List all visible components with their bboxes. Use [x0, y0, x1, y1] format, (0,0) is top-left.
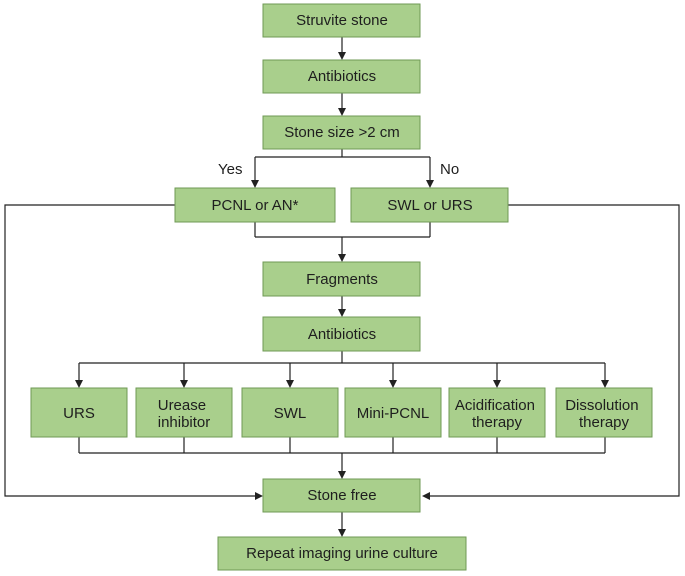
arrowhead: [338, 254, 346, 262]
node-label: Fragments: [306, 271, 378, 288]
node-label: Stone free: [307, 487, 376, 504]
arrowhead: [338, 52, 346, 60]
edge-pcnl-bypass: [4, 204, 255, 497]
node-label: Mini-PCNL: [357, 405, 430, 422]
node-label: Urease inhibitor: [158, 397, 211, 431]
node-label-line: Dissolution: [565, 397, 638, 414]
arrowhead: [422, 492, 430, 500]
node-label: Dissolution therapy: [565, 397, 643, 431]
arrowhead: [601, 380, 609, 388]
arrowhead: [180, 380, 188, 388]
node-struvite-stone: Struvite stone: [262, 3, 421, 38]
node-label: Acidification therapy: [455, 397, 539, 431]
node-pcnl-or-an: PCNL or AN*: [174, 187, 336, 223]
arrowhead: [286, 380, 294, 388]
node-label-line: Acidification: [455, 397, 535, 414]
node-label-line: therapy: [579, 414, 630, 431]
node-fragments: Fragments: [262, 261, 421, 297]
connectors: [4, 37, 680, 537]
node-urease-inhibitor: Urease inhibitor: [135, 387, 233, 438]
node-stone-free: Stone free: [262, 478, 421, 513]
node-stone-size: Stone size >2 cm: [262, 115, 421, 150]
arrowhead: [255, 492, 263, 500]
edge-swlurs-bypass: [430, 204, 680, 497]
node-antibiotics-2: Antibiotics: [262, 316, 421, 352]
node-repeat-imaging: Repeat imaging urine culture: [217, 536, 467, 571]
node-label: Stone size >2 cm: [284, 124, 399, 141]
node-label-line: inhibitor: [158, 414, 211, 431]
arrowhead: [338, 471, 346, 479]
node-label: URS: [63, 405, 95, 422]
arrowhead: [75, 380, 83, 388]
node-label: Struvite stone: [296, 12, 388, 29]
node-label-line: therapy: [472, 414, 523, 431]
arrowhead: [389, 380, 397, 388]
node-label: SWL: [274, 405, 307, 422]
arrowhead: [251, 180, 259, 188]
arrowhead: [493, 380, 501, 388]
node-label: Antibiotics: [308, 68, 376, 85]
node-acidification-therapy: Acidification therapy: [448, 387, 546, 438]
node-mini-pcnl: Mini-PCNL: [344, 387, 442, 438]
node-label: SWL or URS: [387, 197, 472, 214]
node-label: Repeat imaging urine culture: [246, 545, 438, 562]
node-swl: SWL: [241, 387, 339, 438]
arrowhead: [338, 529, 346, 537]
edge-label-no: No: [440, 161, 459, 178]
arrowhead: [338, 108, 346, 116]
node-swl-or-urs: SWL or URS: [350, 187, 509, 223]
node-antibiotics-1: Antibiotics: [262, 59, 421, 94]
arrowhead: [426, 180, 434, 188]
node-urs: URS: [30, 387, 128, 438]
node-dissolution-therapy: Dissolution therapy: [555, 387, 653, 438]
edge-label-yes: Yes: [218, 161, 242, 178]
node-label-line: Urease: [158, 397, 206, 414]
node-label: PCNL or AN*: [212, 197, 299, 214]
arrowhead: [338, 309, 346, 317]
node-label: Antibiotics: [308, 326, 376, 343]
